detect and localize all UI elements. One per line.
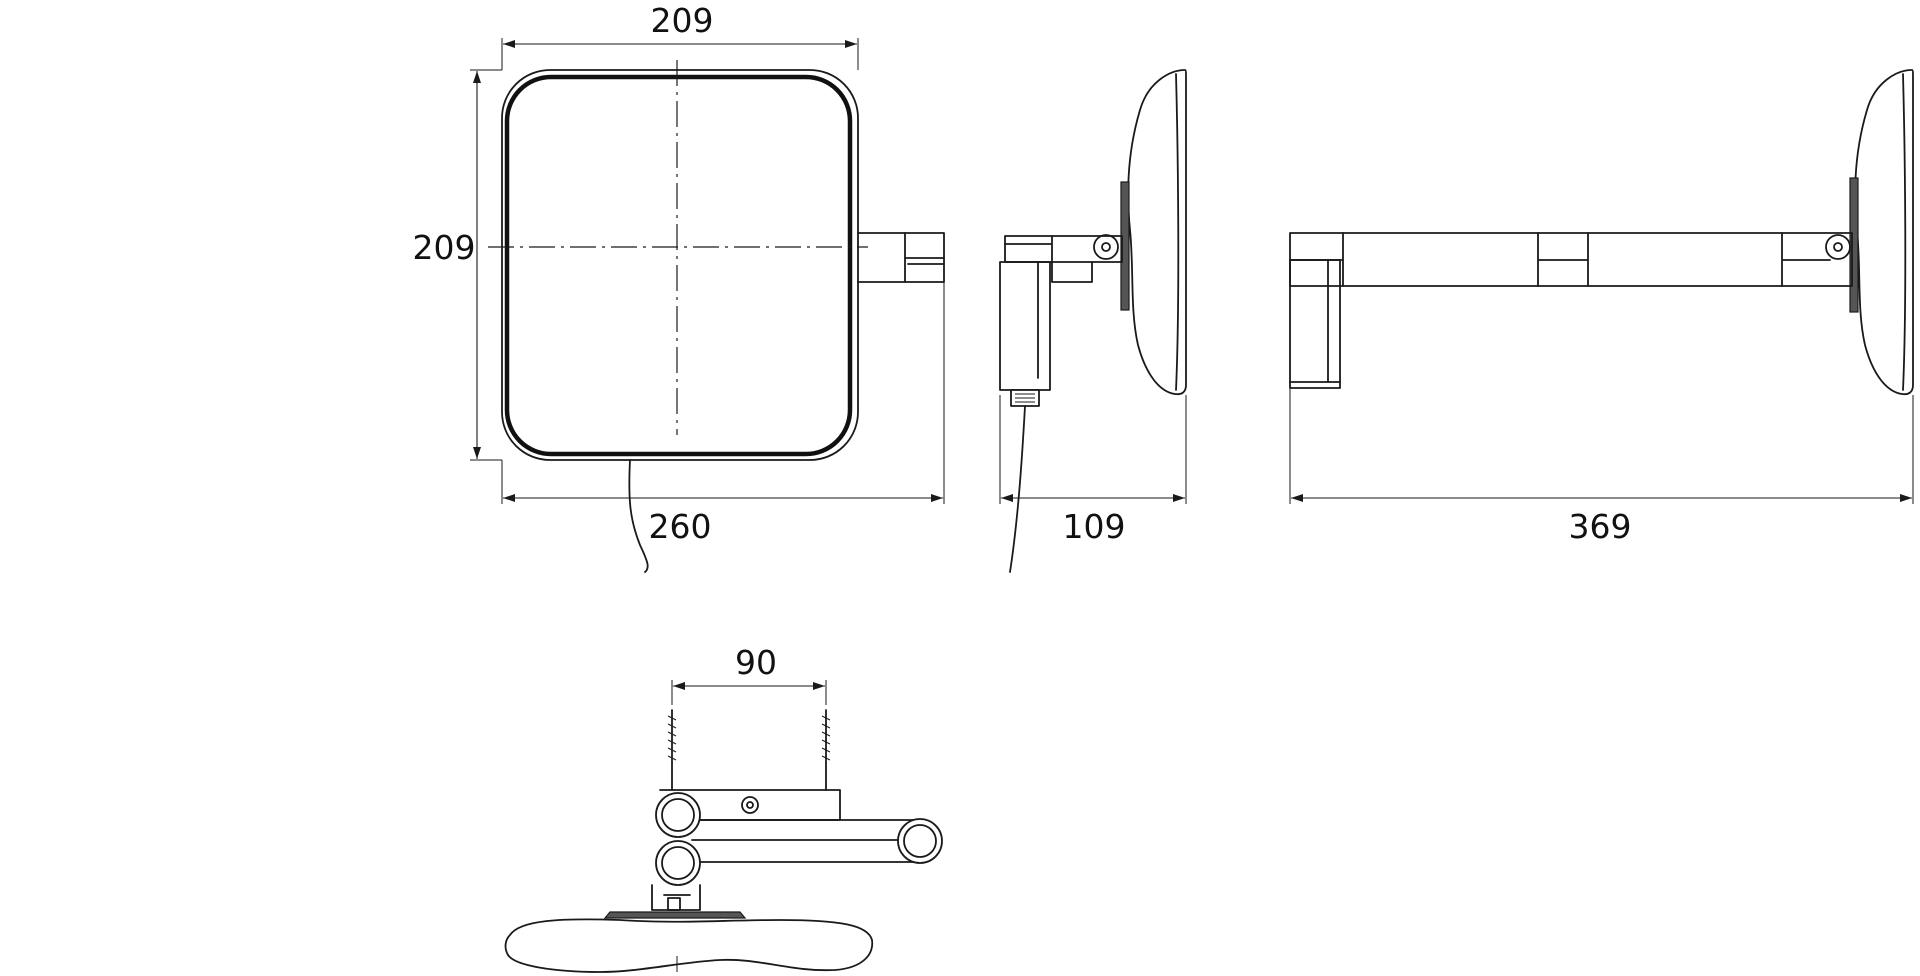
mirror-glass-edge: [504, 74, 853, 457]
side-view: 109: [999, 69, 1187, 573]
side-mount-plate: [1120, 181, 1130, 311]
side-mirror-face: [1175, 73, 1180, 391]
mirror-frame-outer: [501, 69, 859, 461]
dim-label-front-width-top: 209: [651, 1, 714, 40]
extended-mirror-body: [1854, 69, 1914, 396]
side-arm-segment: [1004, 235, 1053, 263]
side-arm-clamp: [1051, 261, 1093, 283]
side-housing: [999, 261, 1051, 391]
extended-view: 369: [1289, 69, 1914, 546]
top-mirror-body: [504, 918, 873, 973]
top-arm-screw-inner: [746, 801, 754, 809]
top-view: 90: [504, 643, 943, 973]
front-view: 209 209 260: [413, 1, 945, 573]
extended-end-joint: [1781, 232, 1831, 287]
extended-wall-housing: [1289, 259, 1341, 389]
dim-label-front-height: 209: [413, 228, 476, 267]
side-pivot-outer: [1093, 234, 1119, 260]
dim-label-front-total-width: 260: [649, 507, 712, 546]
extended-pivot-inner: [1833, 242, 1843, 252]
side-pivot-inner: [1101, 242, 1111, 252]
top-mirror-mount: [603, 911, 747, 919]
extended-pivot-outer: [1825, 234, 1851, 260]
extended-mirror-face: [1902, 73, 1907, 391]
side-mirror-body: [1127, 69, 1187, 396]
top-arm-lower: [691, 819, 921, 863]
dim-label-side-depth: 109: [1063, 507, 1126, 546]
side-arm: [1004, 235, 1123, 263]
front-arm-joint: [904, 232, 945, 283]
top-arm-screw-outer: [741, 796, 759, 814]
dim-label-mount-hole-spacing: 90: [735, 643, 777, 682]
side-power-cable: [1009, 405, 1026, 573]
extended-middle-joint: [1537, 232, 1589, 287]
front-power-cable: [628, 459, 649, 573]
dim-label-extended-length: 369: [1569, 507, 1632, 546]
